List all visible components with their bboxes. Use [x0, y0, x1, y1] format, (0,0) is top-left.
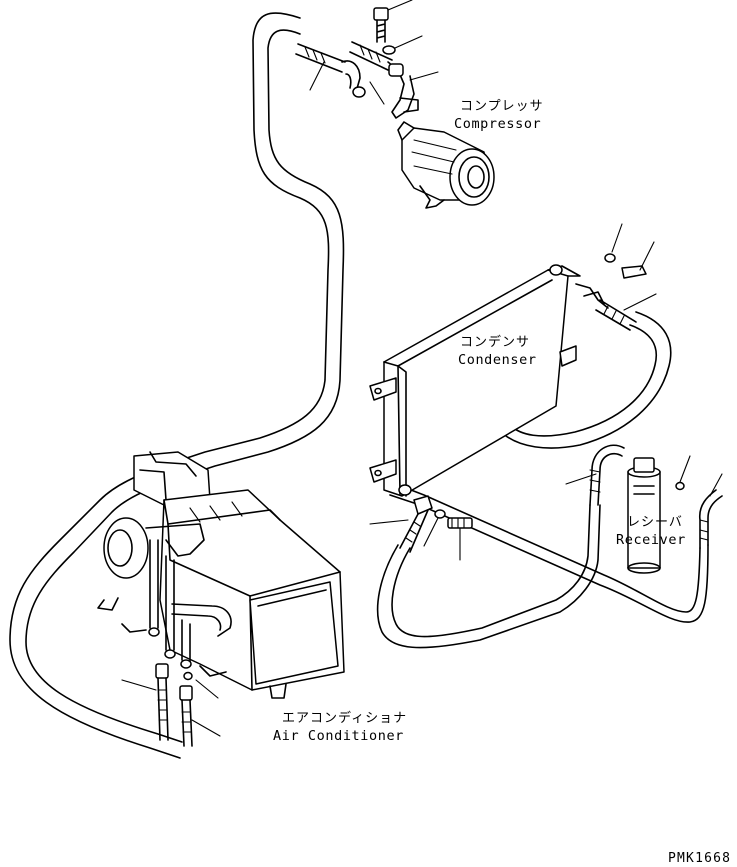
drawing-code: PMK1668	[668, 851, 731, 866]
air-conditioner-unit	[97, 451, 345, 699]
receiver	[565, 444, 723, 574]
condenser-outlet-fitting	[369, 495, 473, 561]
aircon-label-jp: エアコンディショナ	[282, 710, 407, 726]
compressor-label-jp: コンプレッサ	[460, 99, 544, 114]
compressor-fittings	[295, 0, 439, 119]
return-hose-loop	[389, 484, 709, 623]
liquid-hose-loop	[376, 504, 601, 649]
condenser-label-jp: コンデンサ	[460, 334, 530, 350]
condenser	[369, 223, 657, 497]
discharge-hose	[505, 311, 672, 449]
aircon-label-en: Air Conditioner	[273, 728, 404, 744]
ac-hose-fittings	[121, 663, 221, 747]
suction-hose-loop	[9, 12, 345, 759]
compressor	[397, 121, 495, 209]
compressor-label-en: Compressor	[454, 116, 541, 132]
receiver-label-jp: レシーバ	[627, 515, 683, 530]
receiver-label-en: Receiver	[616, 532, 686, 548]
condenser-label-en: Condenser	[458, 352, 537, 368]
